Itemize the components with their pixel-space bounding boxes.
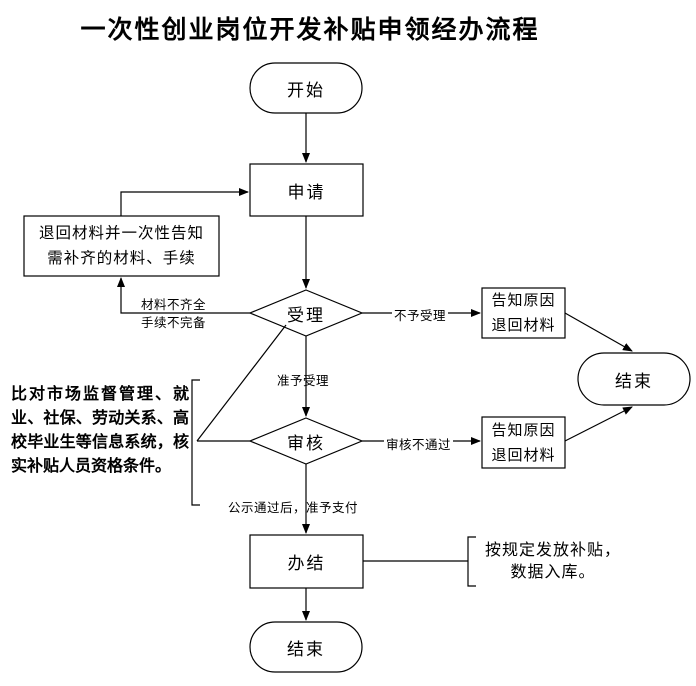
notify-box-1-line-2: 退回材料 — [491, 316, 556, 334]
notify-box-2-line-2: 退回材料 — [491, 445, 556, 464]
accept-decision[interactable]: 受理 — [287, 305, 325, 326]
payment-note-line-2: 数据入库。 — [510, 562, 596, 581]
notify-box-1[interactable]: 告知原因 退回材料 — [482, 288, 565, 338]
payment-note: 按规定发放补贴， 数据入库。 — [478, 539, 628, 583]
end-terminal[interactable]: 结束 — [287, 639, 325, 660]
review-decision[interactable]: 审核 — [287, 433, 325, 454]
verification-note: 比对市场监督管理、就业、社保、劳动关系、高校毕业生等信息系统，核实补贴人员资格条… — [11, 384, 189, 475]
end-side-terminal-shape — [577, 352, 691, 406]
return-materials-box[interactable]: 退回材料并一次性告知 需补齐的材料、手续 — [24, 216, 219, 276]
edge-label-accepted: 准予受理 — [277, 373, 330, 388]
return-materials-line-2: 需补齐的材料、手续 — [47, 249, 196, 267]
apply-step[interactable]: 申请 — [287, 182, 326, 203]
end-side-terminal[interactable]: 结束 — [615, 371, 653, 392]
complete-box-shape — [249, 534, 364, 589]
payment-note-line-1: 按规定发放补贴， — [484, 540, 621, 559]
notify-box-2-shape — [481, 416, 566, 469]
notify-box-2-line-1: 告知原因 — [491, 420, 556, 439]
end-terminal-shape — [249, 621, 363, 673]
edge-label-publicized: 公示通过后，准予支付 — [228, 500, 359, 515]
notify-box-1-line-1: 告知原因 — [491, 291, 556, 309]
edge-label-review-failed: 审核不通过 — [384, 434, 454, 453]
start-terminal[interactable]: 开始 — [287, 80, 325, 101]
apply-box-shape — [249, 163, 364, 217]
notify-box-2[interactable]: 告知原因 退回材料 — [482, 417, 565, 468]
page-title: 一次性创业岗位开发补贴申领经办流程 — [80, 15, 540, 44]
edge-label-incomplete-2: 手续不完备 — [141, 315, 207, 330]
notify-box-1-shape — [481, 287, 566, 339]
complete-step[interactable]: 办结 — [287, 554, 326, 574]
return-materials-line-1: 退回材料并一次性告知 — [38, 224, 204, 242]
edge-label-incomplete-1: 材料不齐全 — [141, 297, 207, 312]
edge-label-not-accepted: 不予受理 — [392, 305, 449, 324]
